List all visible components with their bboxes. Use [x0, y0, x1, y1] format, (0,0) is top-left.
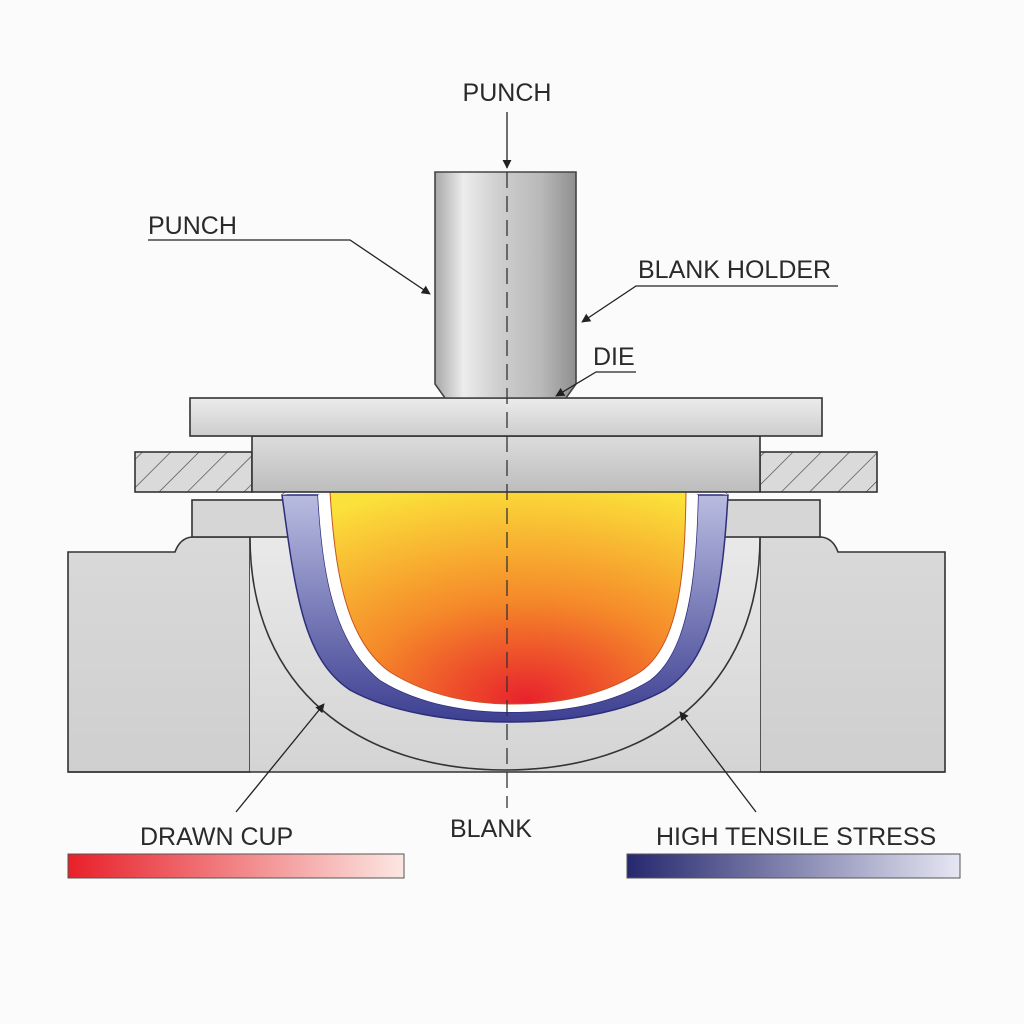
label-punch-side: PUNCH	[148, 212, 237, 240]
holder-body	[251, 435, 761, 493]
label-drawn-cup: DRAWN CUP	[140, 823, 293, 851]
die-outer-arc	[249, 536, 761, 771]
top-plate	[189, 397, 823, 437]
label-high-tensile-stress: HIGH TENSILE STRESS	[656, 823, 936, 851]
legend-drawn-cup-bar	[67, 853, 405, 879]
blank-holder-right	[759, 451, 878, 493]
legend-high-tensile-stress-bar	[626, 853, 961, 879]
label-blank: BLANK	[450, 815, 532, 843]
label-blank-holder: BLANK HOLDER	[638, 256, 831, 284]
punch	[434, 171, 577, 399]
label-punch-top: PUNCH	[463, 79, 552, 107]
die-body-right	[759, 536, 946, 773]
blank-holder-left	[134, 451, 253, 493]
label-die: DIE	[593, 343, 635, 371]
die-body	[67, 536, 251, 773]
drawn-cup	[329, 491, 687, 705]
